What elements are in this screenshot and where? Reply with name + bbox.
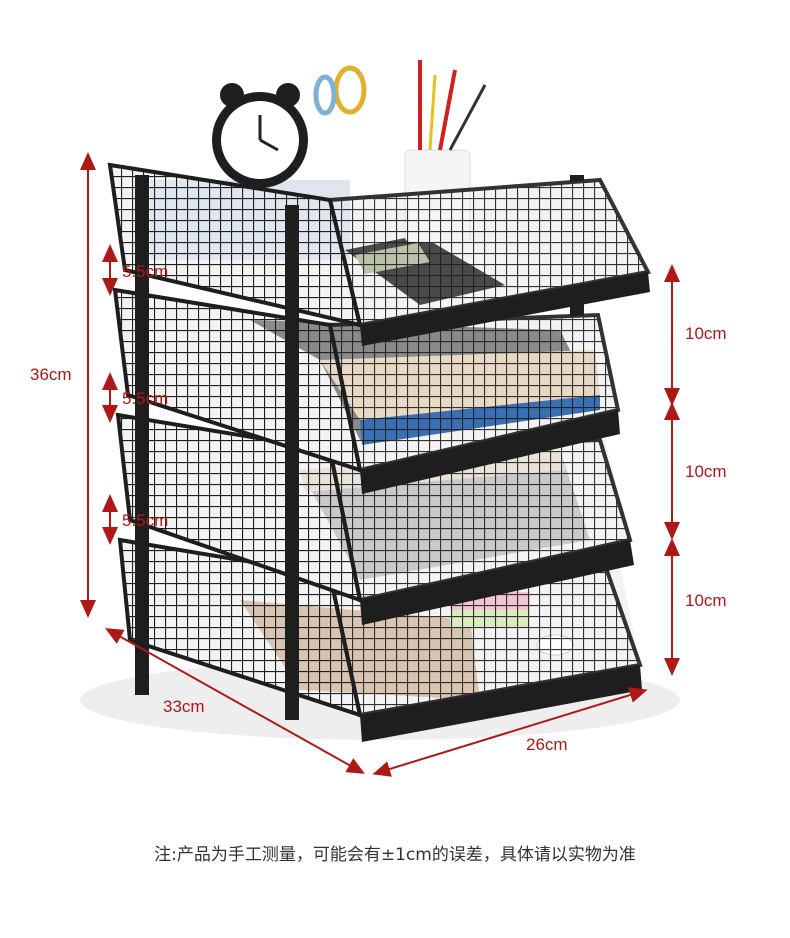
gap-label-3: 5.5cm [122, 511, 169, 530]
scissors [333, 65, 367, 115]
dimension-lines [80, 152, 680, 777]
tier-label-1: 10cm [685, 324, 727, 343]
measurement-note: 注:产品为手工测量，可能会有±1cm的误差，具体请以实物为准 [154, 845, 636, 865]
width-arrow [105, 628, 365, 774]
tier-label-2: 10cm [685, 462, 727, 481]
gap-label-2: 5.5cm [122, 389, 169, 408]
width-label: 33cm [163, 697, 205, 716]
gap-label-1: 5.5cm [122, 262, 169, 281]
depth-label: 26cm [526, 735, 568, 754]
front-frame-bar-left [135, 175, 149, 695]
tier-label-3: 10cm [685, 591, 727, 610]
depth-arrow [372, 687, 648, 777]
front-frame-bar-right [285, 205, 299, 720]
tray-1 [107, 60, 652, 346]
height-label: 36cm [30, 365, 72, 384]
